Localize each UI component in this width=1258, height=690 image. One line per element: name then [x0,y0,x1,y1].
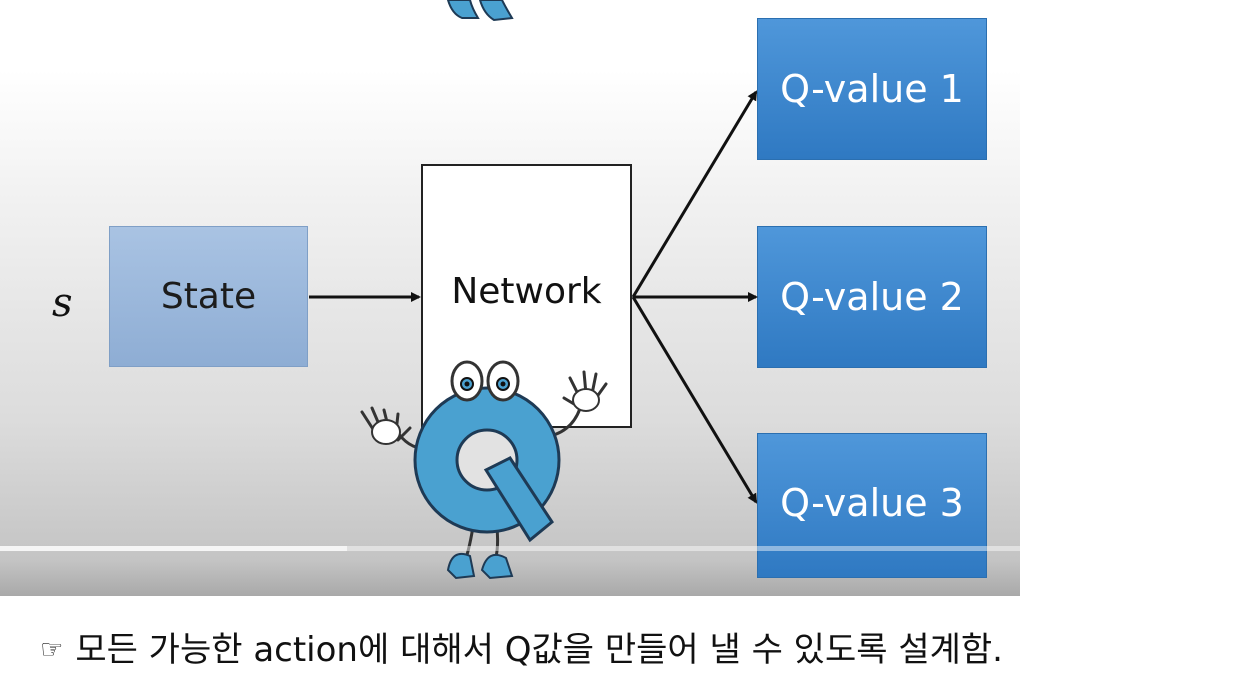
pointing-hand-icon: ☞ [40,635,64,665]
mascot-feet-top-icon [446,0,514,22]
state-label: State [160,276,257,317]
video-frame: s State Network Q-value 1 Q-value 2 Q-va… [0,0,1020,596]
arrow-network-to-q1 [631,90,758,298]
q-value-box-2: Q-value 2 [757,226,987,368]
q-value-label-2: Q-value 2 [780,275,964,319]
q-value-label-1: Q-value 1 [780,67,964,111]
diagram-graphics [309,0,758,580]
arrow-network-to-q3 [631,296,758,504]
video-progress-track[interactable] [0,546,1020,551]
q-mascot-icon [360,360,608,580]
q-value-box-3: Q-value 3 [757,433,987,578]
q-value-label-3: Q-value 3 [780,480,964,525]
caption: ☞ 모든 가능한 action에 대해서 Q값을 만들어 낼 수 있도록 설계함. [40,622,1003,671]
state-box: State [109,226,308,367]
caption-text: 모든 가능한 action에 대해서 Q값을 만들어 낼 수 있도록 설계함. [75,630,1003,670]
input-symbol: s [52,280,73,326]
network-label: Network [451,270,602,312]
video-progress-played [0,546,347,551]
q-value-box-1: Q-value 1 [757,18,987,160]
